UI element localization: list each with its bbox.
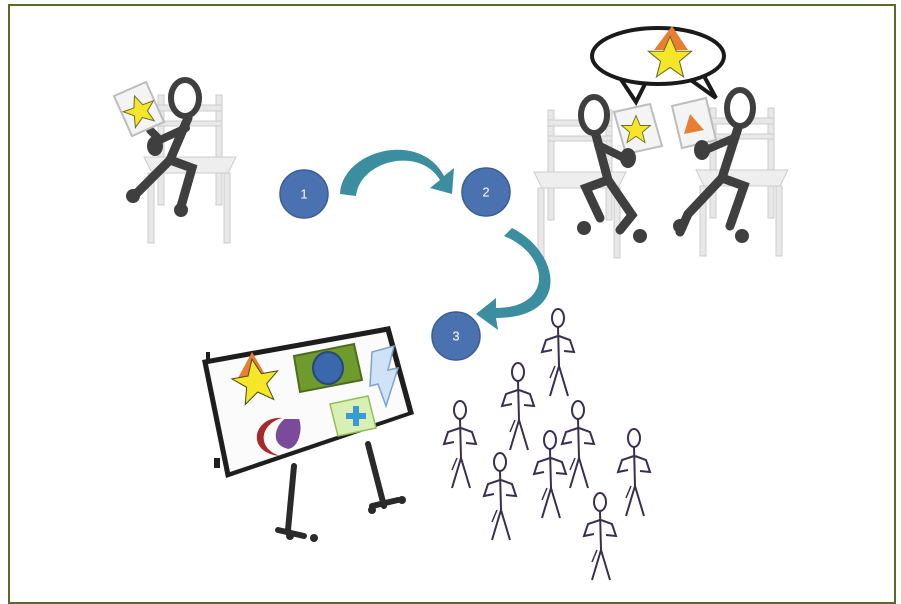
- paper-triangle-icon: [670, 96, 718, 150]
- step-label-2: 2: [482, 185, 489, 200]
- step-label-3: 3: [452, 329, 459, 344]
- step-circle-1: 1: [279, 169, 329, 219]
- step-circle-2: 2: [461, 167, 511, 217]
- step-circle-3: 3: [431, 311, 481, 361]
- pair-discussion-figures: [533, 87, 789, 259]
- paper-star-icon: [112, 80, 166, 138]
- step-label-1: 1: [300, 187, 307, 202]
- arrow-1-to-2: [340, 149, 454, 196]
- paper-star-icon: [612, 102, 664, 156]
- seated-reader-figure: [112, 77, 237, 244]
- arrow-2-to-3: [476, 228, 551, 330]
- speech-bubble-icon: [590, 26, 726, 106]
- whiteboard-icon: [202, 326, 414, 542]
